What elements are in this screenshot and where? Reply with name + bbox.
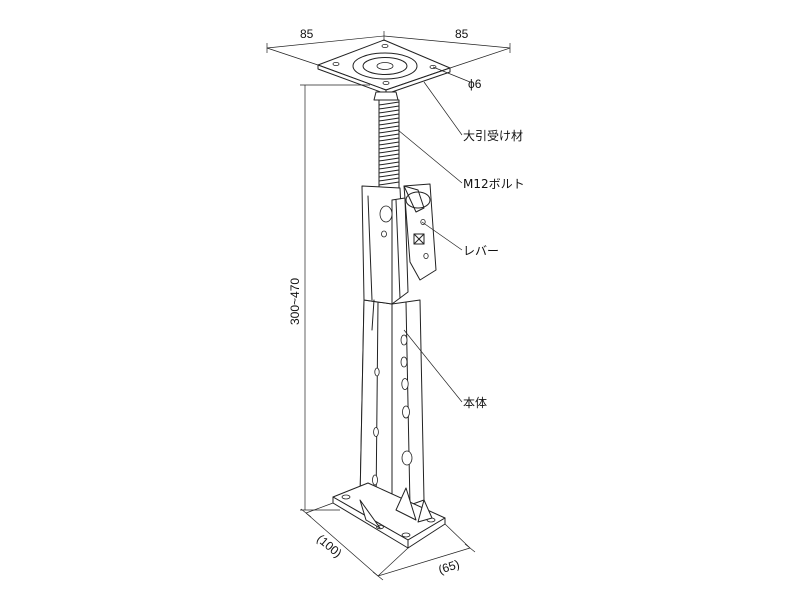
bolt-thread — [378, 161, 400, 166]
label-beam-support: 大引受け材 — [463, 129, 523, 143]
label-bolt: M12ボルト — [463, 177, 525, 191]
dim-plate-width — [266, 31, 511, 69]
label-body: 本体 — [463, 396, 487, 410]
lever — [403, 183, 437, 281]
base-plate — [332, 482, 446, 549]
bolt-thread — [378, 169, 400, 174]
bolt-thread — [378, 109, 400, 114]
leader-hole — [432, 66, 471, 83]
bolt-thread — [378, 117, 400, 122]
bolt-thread — [378, 181, 400, 186]
dim-plate-right: 85 — [455, 27, 469, 41]
bolt-thread — [378, 137, 400, 142]
leader-body — [403, 329, 463, 403]
post-body — [359, 185, 425, 513]
label-lever: レバー — [463, 244, 499, 258]
dim-plate-left: 85 — [300, 27, 314, 41]
bolt-thread — [378, 129, 400, 134]
bolt-thread — [378, 133, 400, 138]
bolt-thread — [378, 101, 400, 106]
bolt-thread — [378, 149, 400, 154]
leader-lever — [421, 221, 463, 251]
dim-base-depth: (100) — [314, 532, 344, 561]
bolt-thread — [378, 153, 400, 158]
bolt-thread — [378, 121, 400, 126]
bolt-thread — [378, 125, 400, 130]
dim-base-width: (65) — [437, 557, 462, 577]
top-plate — [317, 39, 451, 101]
bolt-thread — [378, 173, 400, 178]
bolt-thread — [378, 113, 400, 118]
leader-bolt — [397, 129, 463, 184]
bolt-thread — [378, 177, 400, 182]
dim-hole: ϕ6 — [468, 77, 482, 91]
bolt-thread — [378, 141, 400, 146]
bolt-thread — [378, 157, 400, 162]
bolt-thread — [378, 105, 400, 110]
dim-height — [300, 84, 370, 511]
bolt-thread — [378, 165, 400, 170]
dim-height-label: 300~470 — [288, 278, 302, 325]
leader-beam-support — [423, 81, 463, 136]
threaded-bolt — [378, 99, 400, 189]
bolt-thread — [378, 145, 400, 150]
dim-base — [300, 502, 476, 581]
